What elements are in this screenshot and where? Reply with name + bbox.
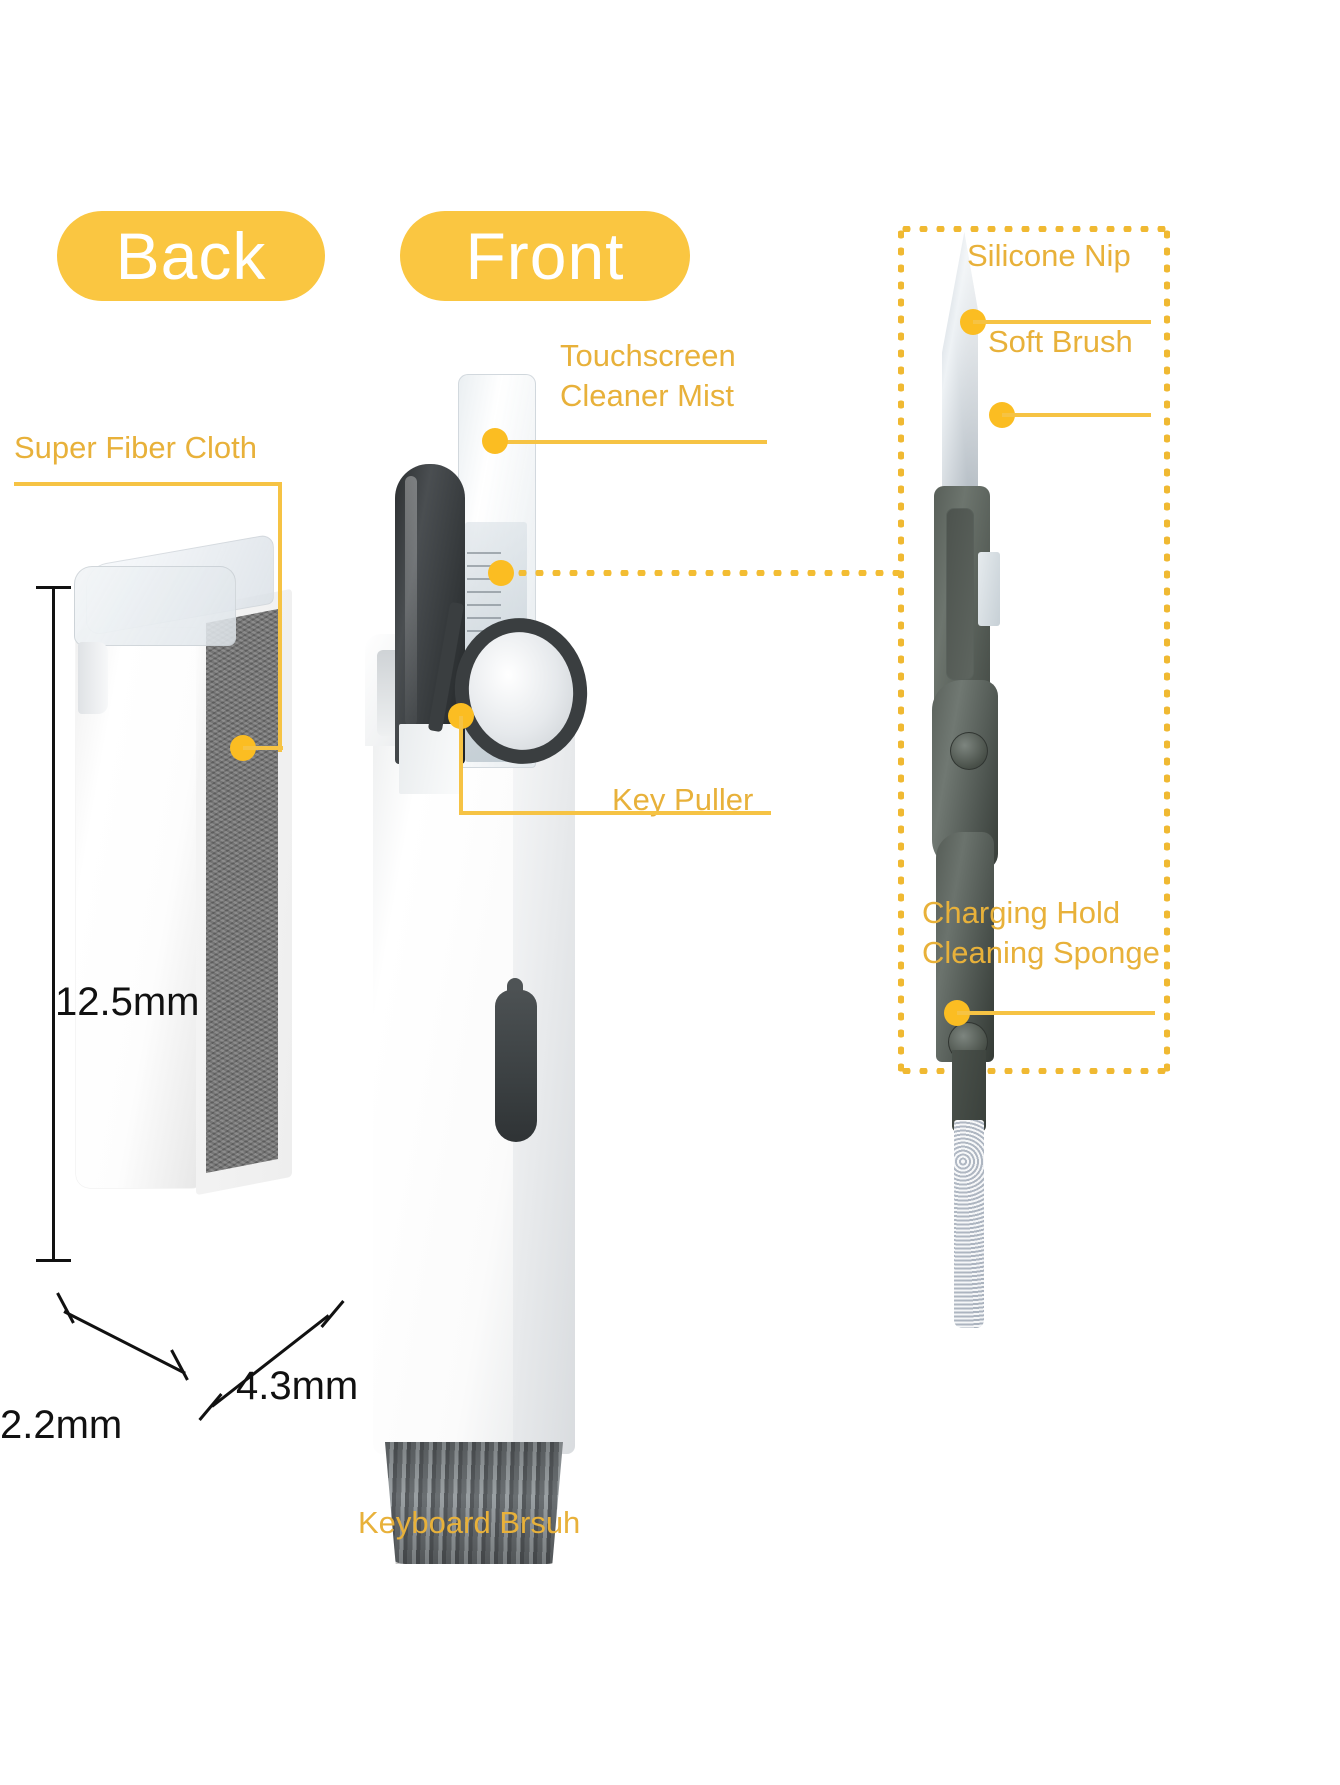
dimension-tick-width-start	[198, 1393, 223, 1421]
knife-tail	[952, 1050, 986, 1132]
label-pill-front: Front	[400, 211, 690, 301]
label-pill-back: Back	[57, 211, 325, 301]
callout-line-key-puller-horizontal	[459, 811, 771, 815]
callout-line-silicone-nip	[973, 320, 1151, 324]
callout-line-super-fiber-cloth-stub	[243, 746, 283, 750]
back-product-illustration	[60, 533, 320, 1246]
dimension-text-width: 4.3mm	[236, 1364, 359, 1408]
panel-border-right	[1164, 226, 1170, 1074]
callout-line-super-fiber-cloth-horizontal	[14, 482, 282, 486]
callout-label-charging-hold-cleaning-sponge: Charging Hold Cleaning Sponge	[922, 895, 1160, 971]
dimension-line-thickness	[63, 1310, 186, 1375]
callout-line-super-fiber-cloth-vertical	[278, 482, 282, 752]
back-product-notch	[78, 642, 108, 714]
callout-label-touchscreen-cleaner-mist: Touchscreen Cleaner Mist	[560, 338, 736, 413]
knife-handle-inset	[946, 508, 974, 680]
callout-line-touchscreen-cleaner-mist	[495, 440, 767, 444]
back-product-cloth-panel	[206, 609, 278, 1173]
dimension-line-height	[52, 586, 55, 1262]
callout-dot-multi-tool-link	[488, 560, 514, 586]
front-product-bristles-shading	[385, 1442, 563, 1564]
front-product-pen-base	[399, 724, 463, 794]
panel-border-bottom	[898, 1068, 1170, 1074]
knife-sponge	[954, 1120, 984, 1328]
multi-tool-panel	[898, 226, 1170, 1074]
callout-line-key-puller-vertical	[459, 716, 463, 814]
callout-label-keyboard-brush: Keyboard Brsuh	[358, 1505, 581, 1540]
knife-soft-brush	[978, 552, 1000, 626]
panel-border-left	[898, 226, 904, 1074]
callout-line-charging-hold-cleaning-sponge	[957, 1011, 1155, 1015]
back-product-cap	[74, 566, 236, 646]
callout-line-soft-brush	[1002, 413, 1151, 417]
callout-label-super-fiber-cloth: Super Fiber Cloth	[14, 430, 257, 465]
front-product-illustration	[355, 372, 655, 1564]
dimension-text-thickness: 2.2mm	[0, 1403, 123, 1447]
callout-label-silicone-nip: Silicone Nip	[967, 238, 1131, 273]
dimension-tick-height-top	[36, 586, 71, 589]
dimension-tick-thickness-start	[56, 1292, 75, 1324]
dimension-tick-height-bottom	[36, 1259, 71, 1262]
knife-pivot-screw-upper	[950, 732, 988, 770]
dimension-text-height: 12.5mm	[55, 980, 200, 1024]
multi-tool-illustration	[930, 232, 1110, 1328]
front-product-tab	[495, 990, 537, 1142]
callout-dotted-connector-multi-tool	[514, 570, 906, 576]
front-product-bristles	[385, 1442, 563, 1564]
panel-border-top	[898, 226, 1170, 232]
front-product-pen-highlight	[405, 476, 417, 726]
callout-dot-touchscreen-cleaner-mist	[482, 428, 508, 454]
dimension-tick-width-end	[320, 1300, 345, 1328]
back-product-body	[76, 628, 202, 1188]
callout-label-soft-brush: Soft Brush	[988, 324, 1133, 359]
